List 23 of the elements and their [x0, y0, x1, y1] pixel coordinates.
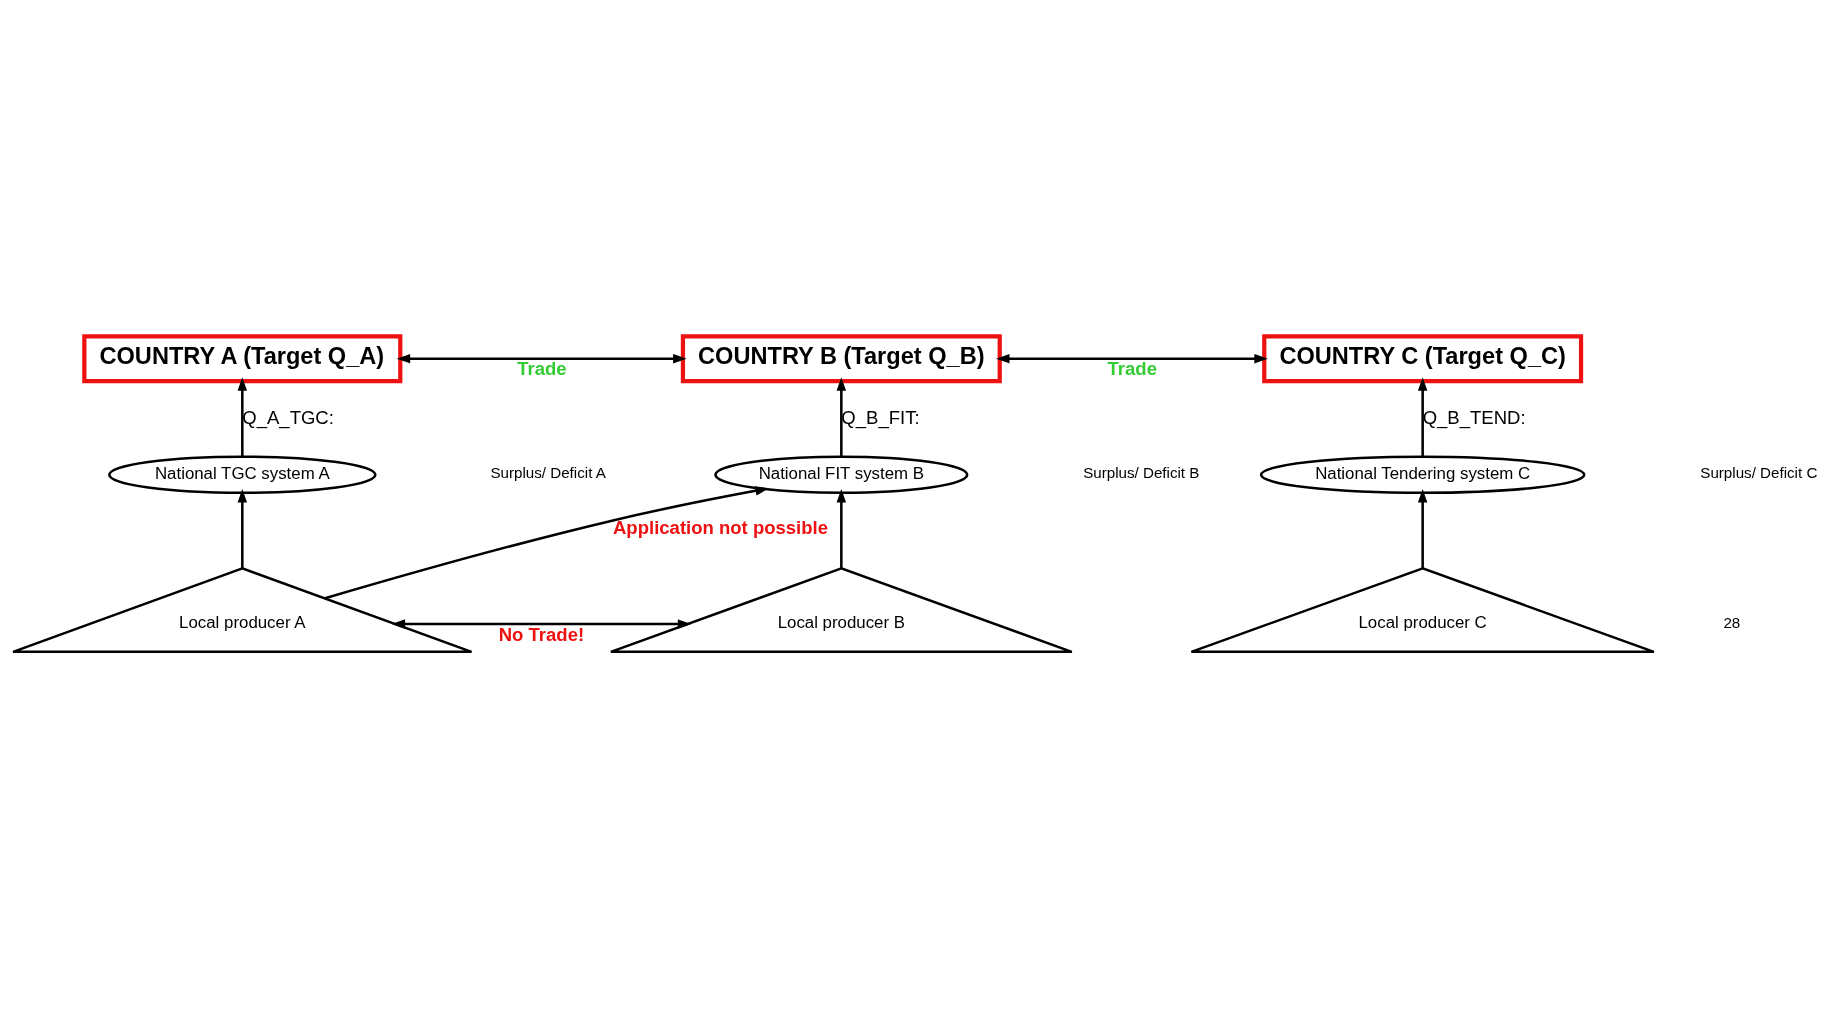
- label: Surplus/ Deficit B: [1083, 463, 1200, 481]
- arrow: [836, 376, 847, 457]
- arrow: [391, 618, 692, 629]
- arrow: [836, 488, 847, 568]
- edge-label: Trade: [517, 357, 567, 379]
- label: Surplus/ Deficit C: [1700, 463, 1818, 481]
- arrow: [1417, 376, 1428, 457]
- arrow: [396, 353, 687, 363]
- arrow: [237, 376, 248, 457]
- arrow: [995, 353, 1268, 363]
- arrow: [237, 488, 248, 568]
- edge-label: No Trade!: [498, 623, 585, 645]
- arrow: [324, 485, 769, 599]
- node-box: COUNTRY B (Target Q_B): [680, 333, 1002, 383]
- label: Surplus/ Deficit A: [490, 463, 606, 481]
- edge-label: Application not possible: [613, 516, 829, 538]
- node-box: COUNTRY C (Target Q_C): [1262, 333, 1584, 383]
- arrow: [1417, 488, 1428, 568]
- node-ellipse: National Tendering system C: [1259, 454, 1586, 494]
- node-box: COUNTRY A (Target Q_A): [82, 333, 403, 383]
- label: 28: [1723, 613, 1741, 631]
- edge-label: Trade: [1107, 357, 1157, 379]
- node-ellipse: National TGC system A: [108, 454, 377, 494]
